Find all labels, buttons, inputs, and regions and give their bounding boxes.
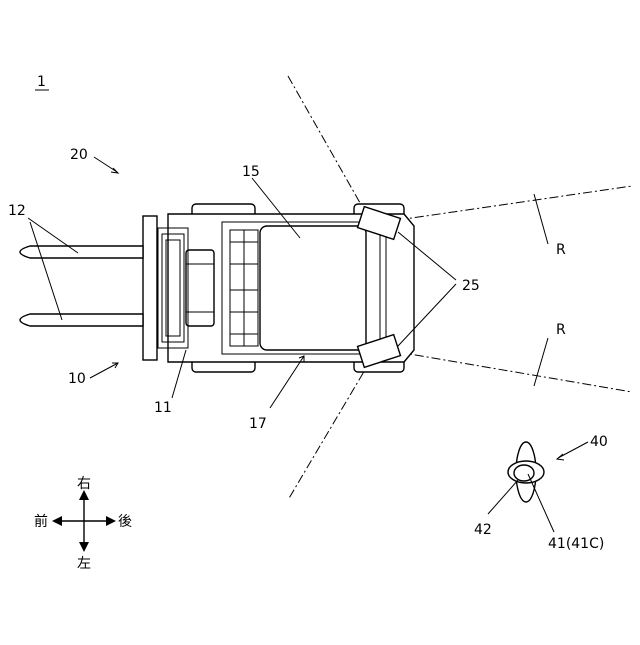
direction-compass: 右 左 前 後 (34, 476, 132, 572)
label-r-bottom: R (556, 322, 566, 338)
person-head (514, 465, 534, 481)
label-r-top: R (556, 242, 566, 258)
cabin (260, 226, 366, 350)
forklift (20, 204, 414, 372)
range-line-lower-left (288, 358, 372, 500)
compass-front-label: 前 (34, 513, 48, 530)
steering-unit (186, 250, 214, 326)
figure-number: 1 (35, 74, 49, 90)
arrow-down-icon (79, 542, 89, 552)
arrow-left-icon (52, 516, 62, 526)
label-41: 41(41C) (548, 536, 604, 552)
label-17: 17 (249, 416, 267, 432)
range-line-upper-left (288, 76, 372, 224)
figure-number-text: 1 (37, 74, 46, 90)
compass-back-label: 後 (118, 514, 132, 530)
label-40: 40 (590, 434, 608, 450)
compass-left-label: 左 (77, 556, 91, 572)
label-10: 10 (68, 371, 86, 387)
label-42: 42 (474, 522, 492, 538)
label-25: 25 (462, 278, 480, 294)
person (508, 442, 544, 502)
compass-right-label: 右 (77, 476, 91, 492)
label-11: 11 (154, 400, 172, 416)
range-line-upper-right (398, 186, 632, 220)
label-12: 12 (8, 203, 26, 219)
fork-carriage (143, 216, 157, 360)
label-15: 15 (242, 164, 260, 180)
fork-lower (20, 314, 143, 326)
label-20: 20 (70, 147, 88, 163)
arrow-right-icon (106, 516, 116, 526)
range-line-lower-right (398, 352, 632, 392)
